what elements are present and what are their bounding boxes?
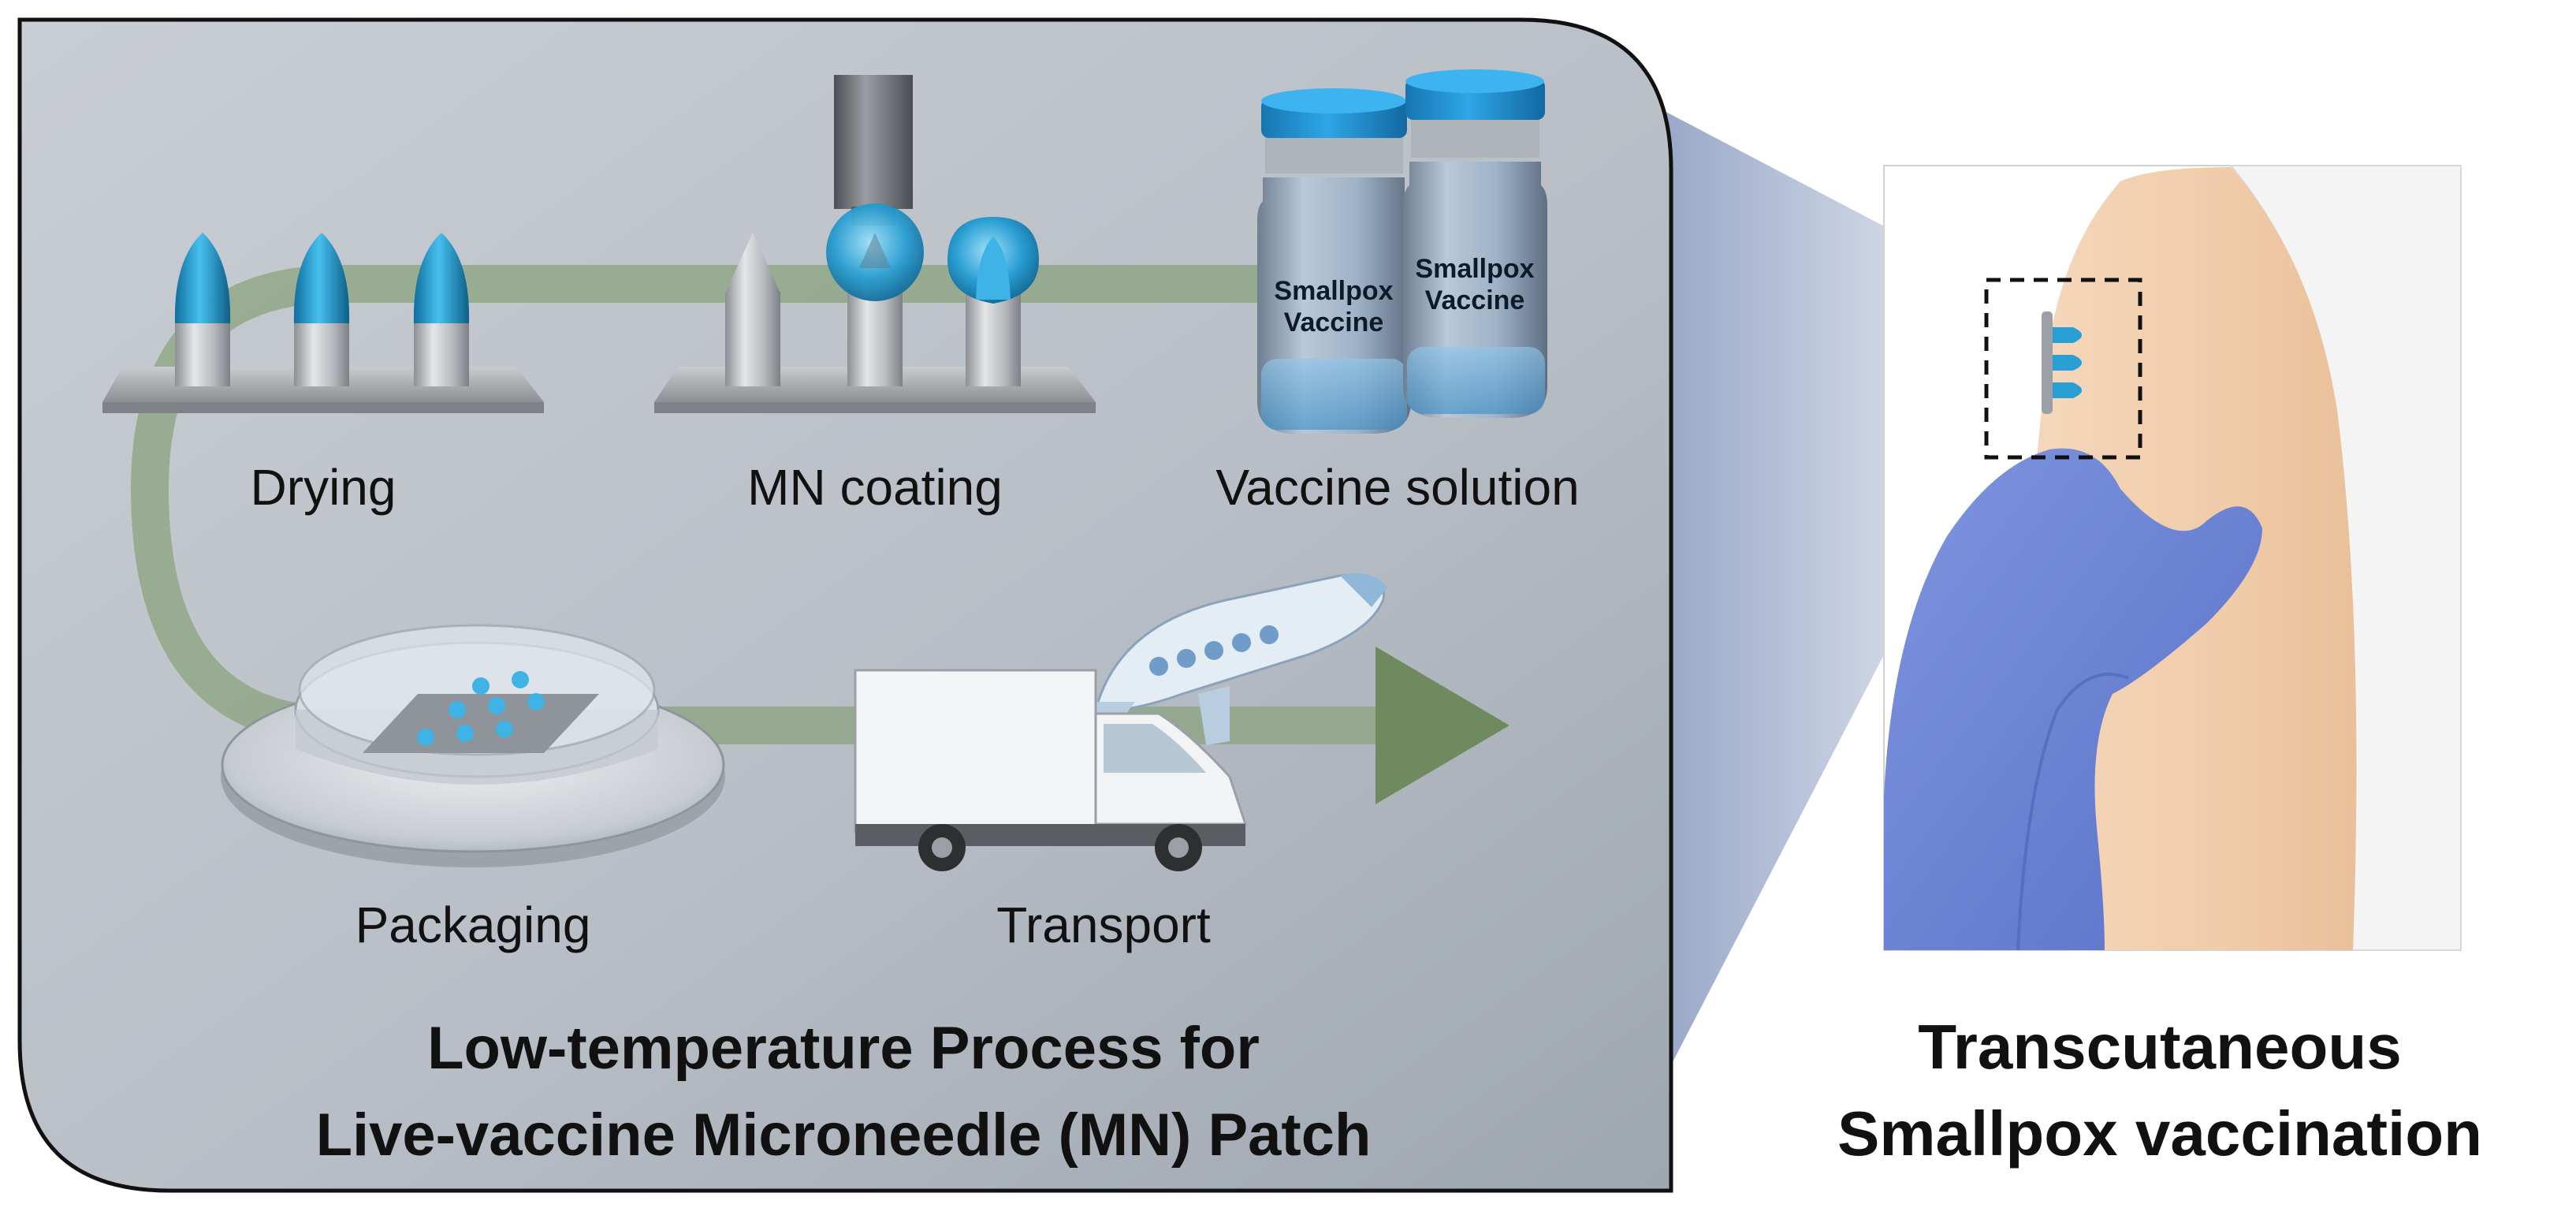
gloved-hand bbox=[1884, 448, 2262, 950]
vaccination-illustration bbox=[1883, 165, 2462, 951]
step-label-packaging: Packaging bbox=[356, 897, 591, 953]
panel-title-line1: Low-temperature Process for bbox=[427, 1015, 1260, 1082]
coated-microneedle bbox=[947, 217, 1039, 386]
dried-microneedle bbox=[413, 233, 470, 386]
vaccine-vial-back: Smallpox Vaccine bbox=[1257, 88, 1411, 434]
vial-label-line1: Smallpox bbox=[1415, 254, 1534, 284]
dried-microneedle bbox=[293, 233, 350, 386]
dried-microneedle bbox=[174, 233, 231, 386]
vial-label-line2: Vaccine bbox=[1284, 308, 1384, 337]
packaging-dish bbox=[221, 624, 725, 867]
drying-station bbox=[102, 233, 544, 413]
truck-icon bbox=[854, 669, 1248, 871]
vaccination-title-line1: Transcutaneous bbox=[1918, 1012, 2402, 1082]
step-label-drying: Drying bbox=[251, 459, 396, 516]
vaccination-title-line2: Smallpox vaccination bbox=[1837, 1098, 2482, 1169]
uncoated-microneedle bbox=[725, 233, 780, 386]
mn-patch bbox=[363, 671, 599, 753]
vial-label-line2: Vaccine bbox=[1425, 285, 1525, 315]
panel-title-line2: Live-vaccine Microneedle (MN) Patch bbox=[316, 1102, 1372, 1169]
coating-microneedle bbox=[826, 203, 924, 386]
vaccine-vial-front: Smallpox Vaccine bbox=[1403, 69, 1547, 418]
applied-mn-patch bbox=[2042, 311, 2082, 414]
step-label-mn-coating: MN coating bbox=[747, 459, 1003, 516]
step-label-transport: Transport bbox=[996, 897, 1211, 953]
mn-coating-station bbox=[654, 75, 1096, 413]
step-label-vaccine-solution: Vaccine solution bbox=[1215, 459, 1579, 516]
coating-nozzle bbox=[834, 75, 913, 226]
vial-label-line1: Smallpox bbox=[1274, 276, 1393, 306]
zoom-focus-box bbox=[1984, 278, 2142, 460]
